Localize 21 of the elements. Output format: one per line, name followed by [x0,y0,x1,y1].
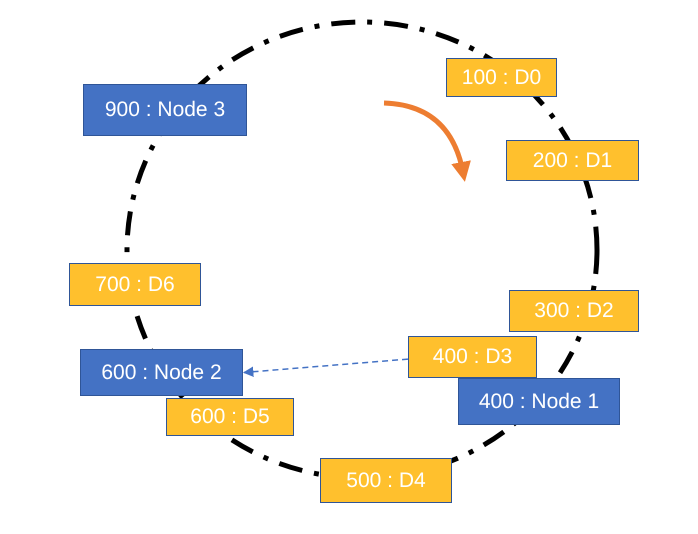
data-key-box [166,398,294,436]
node-label: 400 : Node 1 [478,390,600,414]
data-key-box [509,290,639,332]
data-key-box [320,458,452,503]
data-key-box [506,140,639,181]
node-label: 600 : D5 [190,405,270,429]
node-label: 200 : D1 [532,148,612,172]
data-key-box [446,58,557,97]
node-label: 500 : D4 [346,468,426,492]
server-node-box [83,84,247,136]
node-label: 100 : D0 [462,66,542,90]
arrow [242,358,408,377]
server-node-box [80,349,243,396]
node-label: 700 : D6 [95,272,175,296]
node-label: 300 : D2 [534,299,614,323]
node-label: 600 : Node 2 [101,360,222,384]
node-label: 400 : D3 [432,345,512,369]
node-label: 900 : Node 3 [104,98,226,122]
data-key-box [69,263,201,306]
server-node-box [458,378,620,425]
data-key-box [408,336,537,378]
